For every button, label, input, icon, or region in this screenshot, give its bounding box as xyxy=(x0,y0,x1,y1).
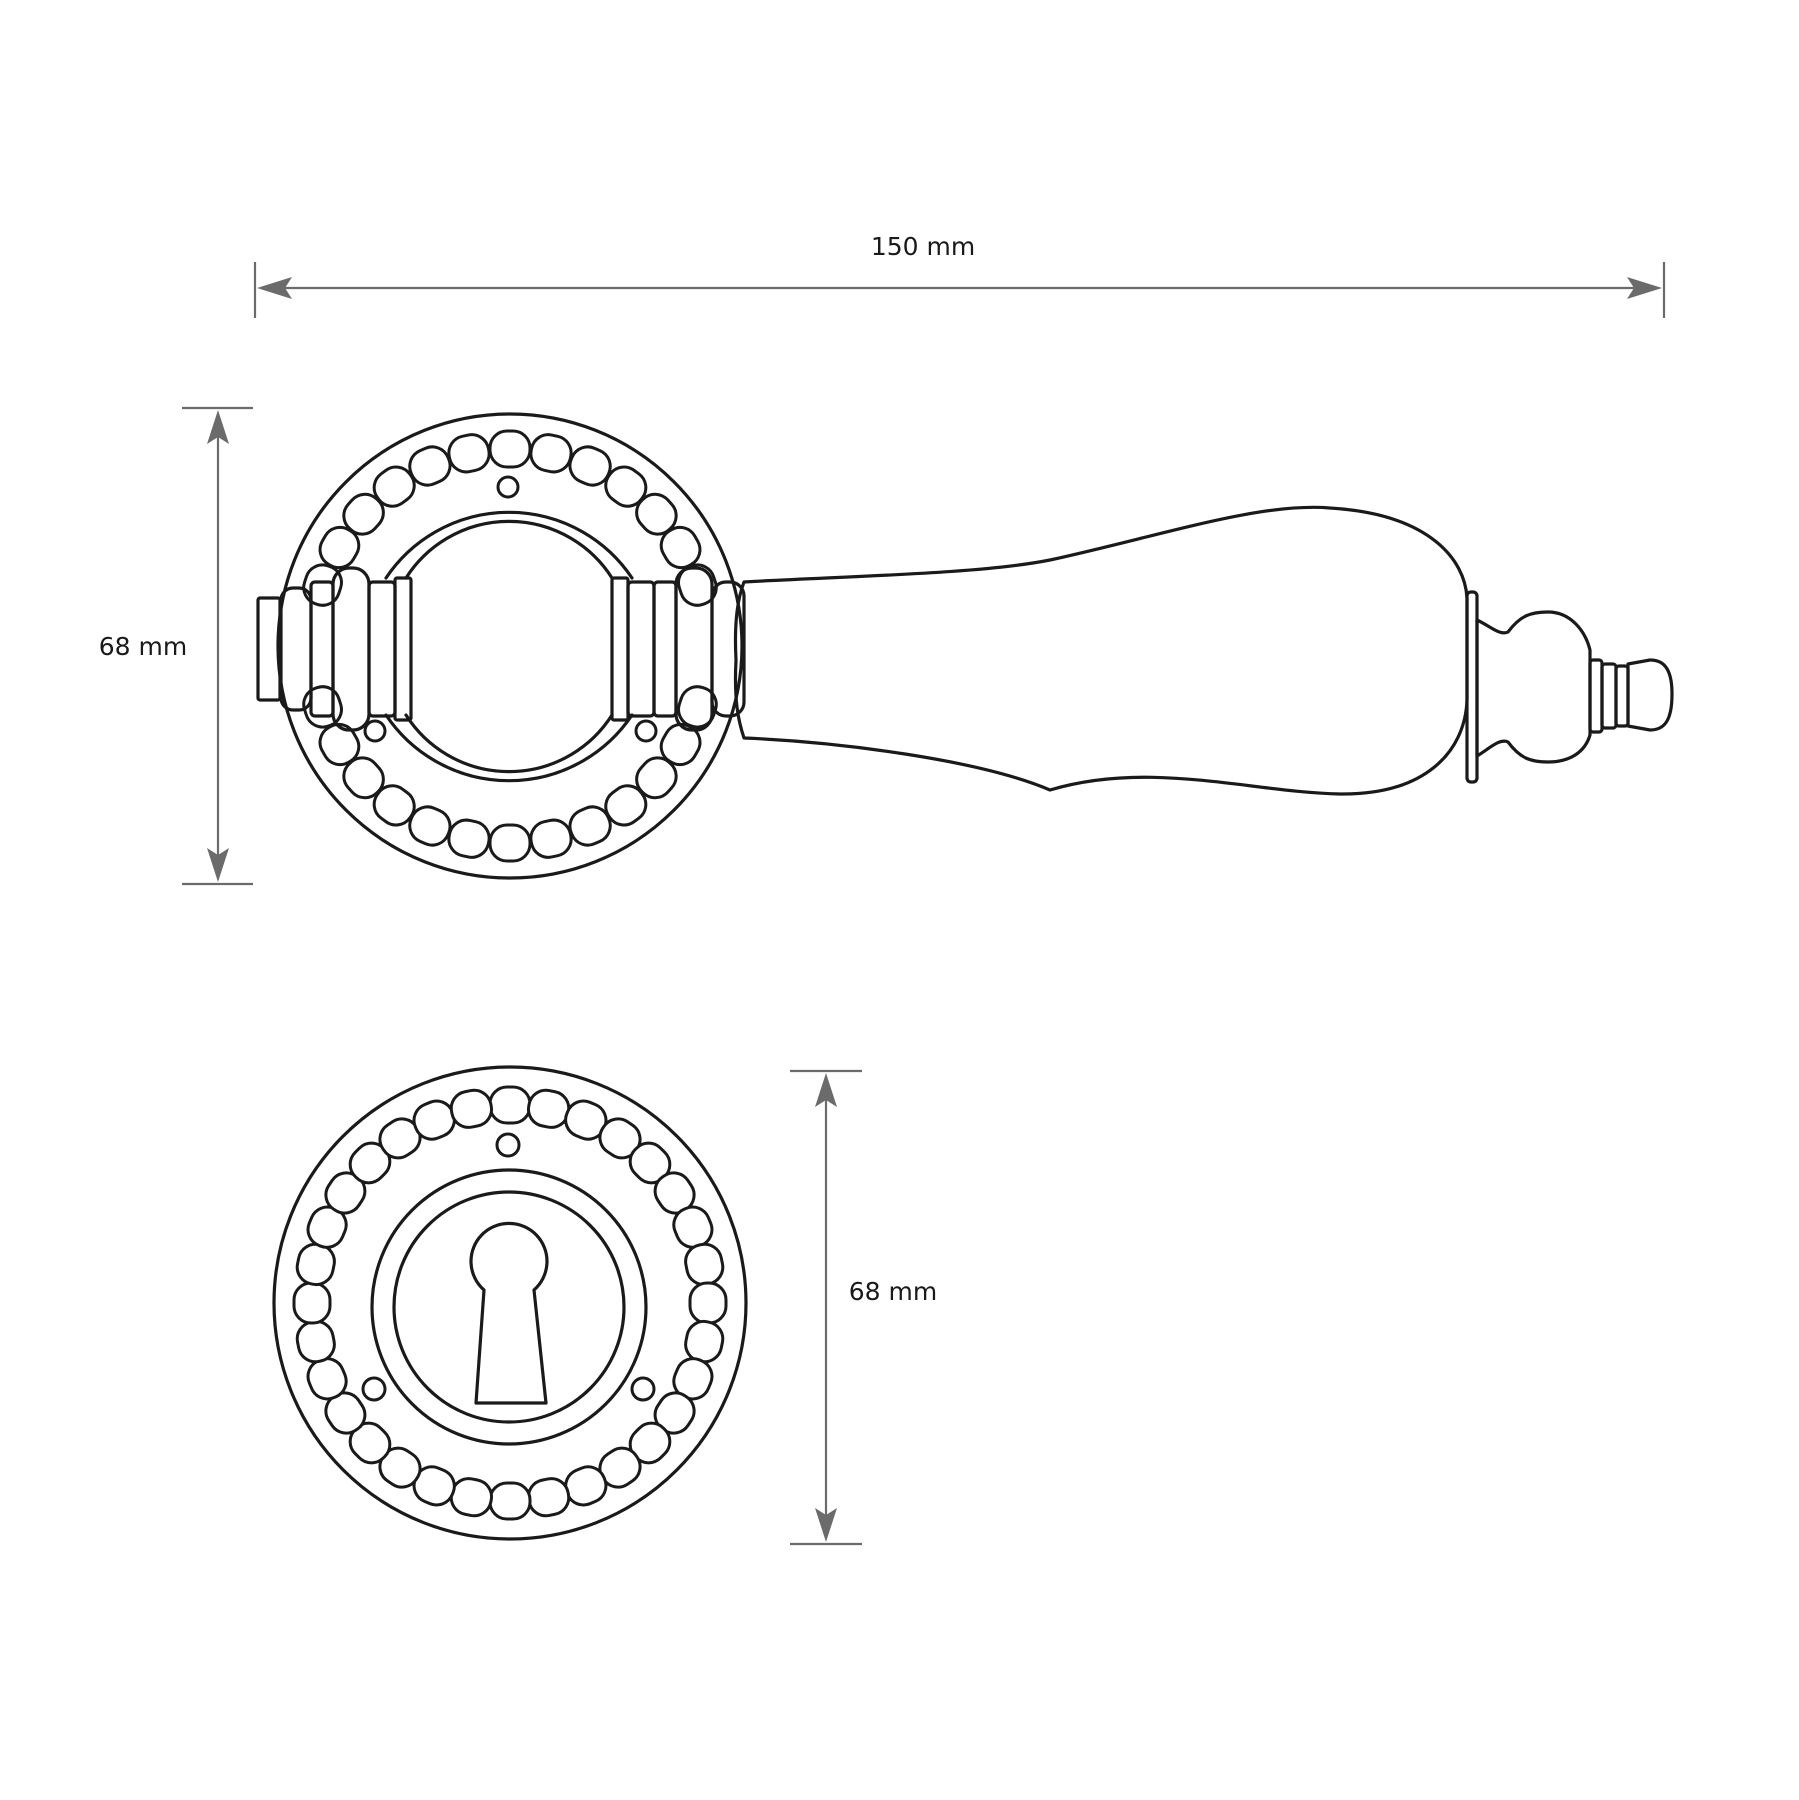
dimension-label-68-upper: 68 mm xyxy=(99,632,187,661)
bead xyxy=(447,433,491,474)
lever-finial-ring xyxy=(1588,658,1604,734)
neck-collar xyxy=(279,586,313,712)
escutcheon-outer-ring xyxy=(272,1065,748,1541)
bead xyxy=(447,818,491,859)
neck-collar xyxy=(710,580,746,718)
bead xyxy=(449,1088,494,1129)
escutcheon-small-bead xyxy=(495,1132,521,1158)
dimension-label-68-lower: 68 mm xyxy=(849,1277,937,1306)
escutcheon-bead-ring xyxy=(292,1085,728,1521)
bead xyxy=(529,818,573,859)
dimension-rose-height: 68 mm xyxy=(99,406,253,886)
lever-finial-ring xyxy=(1614,664,1630,728)
keyhole-escutcheon xyxy=(272,1065,748,1541)
lever-handle xyxy=(256,412,1674,880)
bead xyxy=(688,1281,728,1325)
dimension-label-150: 150 mm xyxy=(871,232,975,261)
escutcheon-inner-ring-inner xyxy=(392,1190,626,1424)
rose-small-bead xyxy=(363,719,387,743)
lever-body xyxy=(733,505,1469,796)
bead xyxy=(488,1085,532,1125)
dimension-lever-length: 150 mm xyxy=(253,232,1666,318)
lever-finial-base xyxy=(1475,610,1592,764)
rose-inner-ring-outer xyxy=(384,510,634,783)
arrowhead-left xyxy=(257,277,292,299)
rose-small-bead xyxy=(634,719,658,743)
arrowhead-bottom xyxy=(207,848,229,882)
arrowhead-bottom xyxy=(815,1508,837,1542)
arrowhead-top xyxy=(207,410,229,444)
lever-finial-tip xyxy=(1626,658,1674,732)
neck-collar xyxy=(626,580,656,718)
escutcheon-small-bead xyxy=(630,1376,656,1402)
rose-small-bead xyxy=(496,475,520,499)
bead xyxy=(488,1481,532,1521)
escutcheon-inner-ring-outer xyxy=(370,1168,648,1446)
bead xyxy=(677,563,718,607)
bead xyxy=(488,429,532,469)
escutcheon-small-bead xyxy=(361,1376,387,1402)
dimension-escutcheon-height: 68 mm xyxy=(790,1069,937,1546)
bead xyxy=(529,433,573,474)
neck-collar xyxy=(393,576,413,722)
neck-collar xyxy=(652,580,678,718)
rose-inner-ring-inner xyxy=(404,519,614,774)
bead xyxy=(292,1281,332,1325)
neck-collar xyxy=(610,576,630,722)
arrowhead-top xyxy=(815,1073,837,1107)
rose-outer-ring xyxy=(276,412,744,880)
neck-collar xyxy=(367,580,397,718)
lever-finial-ring xyxy=(1600,662,1618,730)
bead xyxy=(488,823,532,863)
keyhole-icon xyxy=(469,1221,549,1405)
arrowhead-right xyxy=(1627,277,1662,299)
